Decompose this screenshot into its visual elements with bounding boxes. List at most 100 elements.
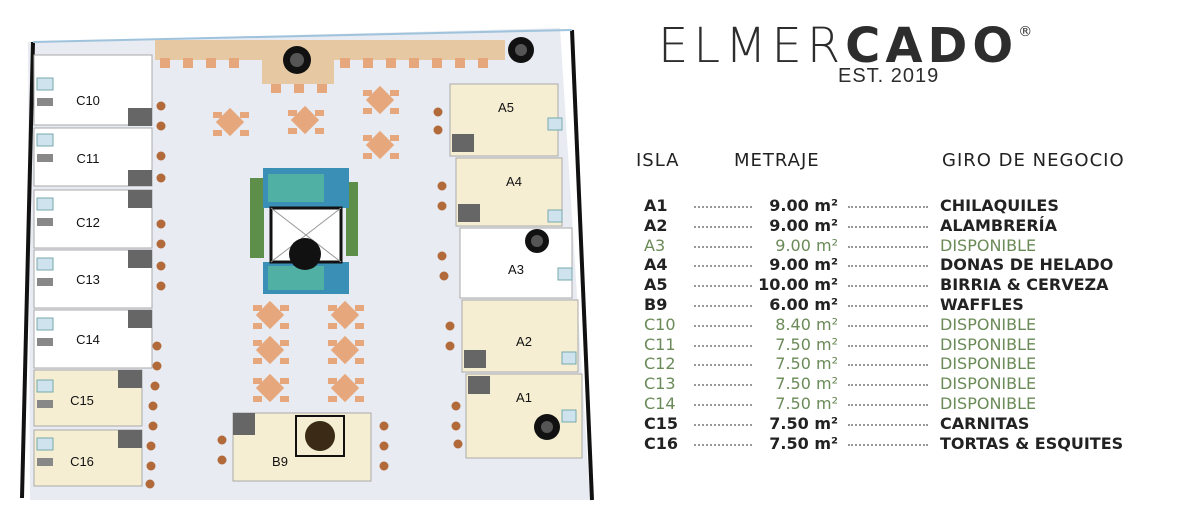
cell-isla: C16	[644, 433, 679, 453]
chair	[355, 340, 364, 346]
dining-table	[288, 105, 324, 135]
sink-icon	[36, 77, 54, 91]
chair	[253, 305, 262, 311]
stall-label-A4: A4	[506, 174, 522, 189]
stool	[146, 441, 156, 451]
leader-dots	[848, 384, 928, 387]
cell-giro: DISPONIBLE	[940, 314, 1037, 334]
table-row: C15 7.50 m² CARNITAS	[636, 414, 1192, 434]
table-top	[330, 335, 360, 365]
chair	[288, 128, 297, 134]
cell-isla: C10	[644, 314, 676, 334]
cell-isla: A1	[644, 196, 668, 215]
leader-dots	[694, 305, 752, 307]
dining-table	[213, 107, 249, 137]
bar-stools	[160, 58, 488, 93]
bar-stool	[206, 58, 216, 68]
stall-A2: A2	[461, 299, 579, 373]
cell-isla: C12	[644, 354, 676, 374]
leader-dots	[848, 364, 928, 367]
stall-B9: B9	[232, 412, 372, 482]
stool	[453, 439, 463, 449]
table-top	[255, 335, 285, 365]
header-giro: GIRO DE NEGOCIO	[942, 150, 1125, 171]
stool	[152, 341, 162, 351]
bar-stool	[363, 58, 373, 68]
stall-C12: C12	[33, 189, 153, 249]
leader-dots	[694, 423, 752, 426]
cell-metraje: 7.50 m²	[769, 433, 838, 453]
stool	[379, 441, 389, 451]
chair	[355, 396, 364, 402]
bar-stool	[229, 58, 239, 68]
cell-isla: A3	[644, 235, 666, 255]
stall-label-C13: C13	[76, 272, 100, 287]
cell-metraje: 7.50 m²	[775, 334, 838, 354]
stall-label-C14: C14	[76, 332, 100, 347]
grill-icon	[305, 421, 335, 451]
stool	[379, 421, 389, 431]
cell-giro: DISPONIBLE	[940, 374, 1037, 394]
cell-isla: C15	[644, 413, 679, 433]
leader-dots	[694, 344, 752, 347]
cell-giro: DISPONIBLE	[940, 354, 1037, 374]
table-top	[330, 373, 360, 403]
bar-stool	[294, 84, 304, 93]
leader-dots	[694, 324, 752, 327]
stove-icon	[37, 154, 53, 162]
chair	[253, 340, 262, 346]
table-row: C10 8.40 m² DISPONIBLE	[636, 315, 1192, 335]
chair	[240, 112, 249, 118]
leader-dots	[848, 225, 928, 228]
chair	[315, 110, 324, 116]
stall-C10: C10	[33, 54, 153, 126]
registered-mark: ®	[1018, 24, 1033, 40]
stall-A5: A5	[449, 83, 559, 157]
leader-dots	[848, 423, 928, 426]
sinks	[547, 117, 577, 423]
leader-dots	[848, 245, 928, 248]
chair	[355, 378, 364, 384]
stool	[217, 435, 227, 445]
top-wall	[32, 29, 573, 43]
chair	[240, 130, 249, 136]
cell-giro: BIRRIA & CERVEZA	[940, 275, 1109, 295]
chair	[280, 378, 289, 384]
cell-isla: C11	[644, 334, 676, 354]
cell-giro: CARNITAS	[940, 413, 1030, 433]
dining-table	[328, 373, 364, 403]
leader-dots	[694, 384, 752, 387]
stall-C15: C15	[33, 369, 143, 427]
cell-giro: DISPONIBLE	[940, 235, 1037, 255]
stool	[156, 239, 166, 249]
cell-metraje: 7.50 m²	[775, 394, 838, 413]
bar-stool	[183, 58, 193, 68]
stool	[156, 121, 166, 131]
stool	[156, 151, 166, 161]
chair	[328, 340, 337, 346]
leader-dots	[694, 364, 752, 367]
stool	[156, 261, 166, 271]
chair	[280, 305, 289, 311]
chair	[328, 305, 337, 311]
stove-icon	[37, 338, 53, 346]
cell-metraje: 7.50 m²	[769, 413, 838, 433]
dining-table	[253, 300, 289, 330]
chair	[363, 108, 372, 114]
cell-metraje: 8.40 m²	[775, 314, 838, 334]
stool	[152, 361, 162, 371]
cell-metraje: 9.00 m²	[769, 196, 838, 215]
chair	[355, 358, 364, 364]
dining-table	[363, 130, 399, 160]
chair	[390, 90, 399, 96]
cell-isla: B9	[644, 295, 668, 314]
sink-icon	[36, 437, 54, 451]
stool	[433, 125, 443, 135]
sink-icon	[547, 117, 563, 131]
chair	[280, 340, 289, 346]
cell-isla: A5	[644, 275, 668, 295]
cell-isla: A4	[644, 255, 668, 275]
